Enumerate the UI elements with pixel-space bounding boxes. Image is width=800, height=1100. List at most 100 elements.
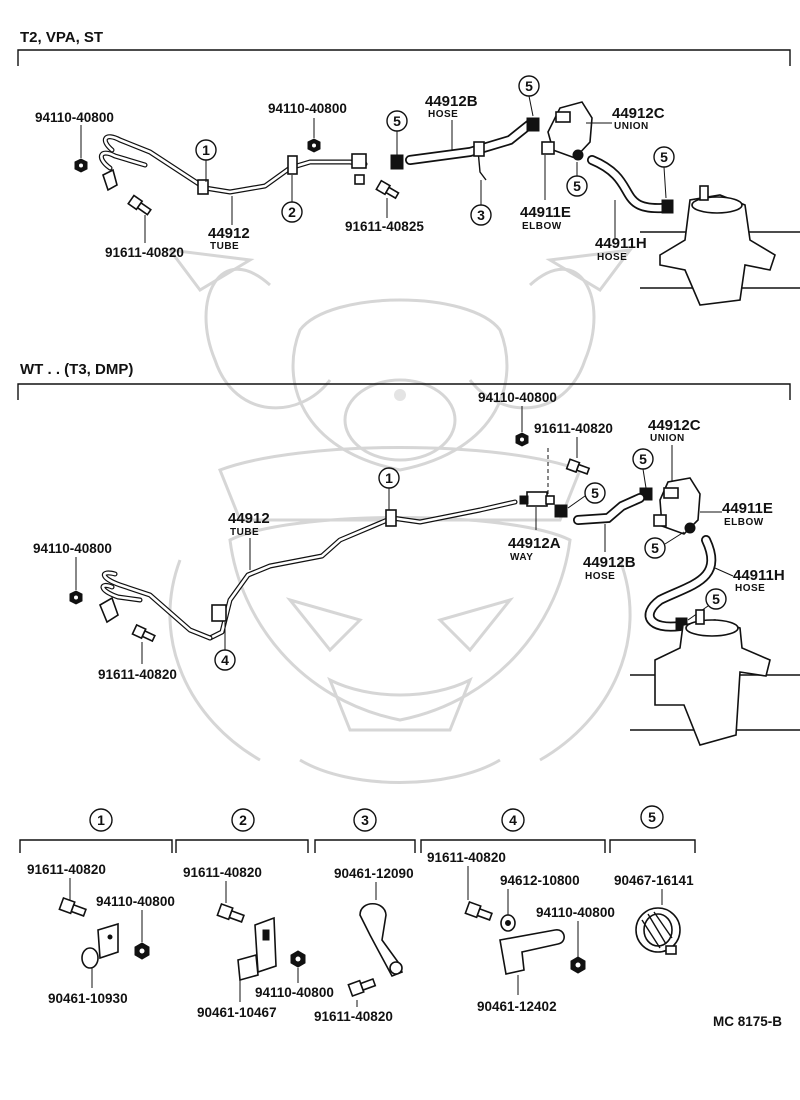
detail-group-4: 4 91611-40820 94612-10800 94110-40800 90… <box>427 808 615 1014</box>
callout-1-top: 1 <box>195 139 217 182</box>
bolt-icon <box>58 896 87 917</box>
label-hose2-num-mid: 44911H <box>733 567 785 584</box>
bolt-icon <box>127 194 152 216</box>
tube-assembly-mid <box>98 499 518 641</box>
svg-text:94110-40800: 94110-40800 <box>536 905 615 920</box>
section-header-top: T2, VPA, ST <box>20 29 103 46</box>
label-bolt-mid-top: 91611-40825 <box>345 219 424 234</box>
way-44912a <box>519 491 555 507</box>
hose-44912b-top <box>405 119 535 181</box>
clamp-icon <box>81 922 119 969</box>
svg-text:5: 5 <box>712 591 720 607</box>
label-bolt-left-top: 91611-40820 <box>105 245 184 260</box>
nut-icon <box>74 158 88 173</box>
canister-mid <box>630 609 800 746</box>
label-hose2-name-top: HOSE <box>597 252 627 263</box>
svg-text:5: 5 <box>639 451 647 467</box>
detail-group-3: 3 90461-12090 91611-40820 <box>314 808 414 1024</box>
callout-3-top: 3 <box>470 180 492 226</box>
section-header-middle: WT . . (T3, DMP) <box>20 361 133 378</box>
hose-44912b-mid <box>573 493 645 525</box>
callout-5-mid-c: 5 <box>687 588 727 621</box>
union-assembly-mid <box>653 477 701 535</box>
clamp-icon <box>499 929 565 975</box>
callout-5-top-c: 5 <box>566 162 588 197</box>
nut-icon <box>307 138 321 153</box>
label-union-num-mid: 44912C <box>648 417 701 434</box>
svg-text:90461-12402: 90461-12402 <box>477 999 557 1014</box>
bolt-icon <box>464 900 493 921</box>
label-hose2-name-mid: HOSE <box>735 583 765 594</box>
hose-clip-icon <box>390 154 404 170</box>
label-elbow-name-top: ELBOW <box>522 221 562 232</box>
label-hose-num-mid: 44912B <box>583 554 636 571</box>
svg-text:4: 4 <box>509 812 517 828</box>
nut-icon <box>290 950 306 968</box>
svg-text:5: 5 <box>525 78 533 94</box>
svg-text:1: 1 <box>202 142 210 158</box>
svg-text:5: 5 <box>591 485 599 501</box>
label-way-num-mid: 44912A <box>508 535 561 552</box>
hose-clip-icon <box>661 199 674 214</box>
label-hose-name-top: HOSE <box>428 109 458 120</box>
svg-text:2: 2 <box>239 812 247 828</box>
label-hose-name-mid: HOSE <box>585 571 615 582</box>
svg-text:5: 5 <box>651 540 659 556</box>
callout-2-top: 2 <box>281 175 303 223</box>
hose-clip-icon <box>554 504 568 518</box>
washer-icon <box>500 914 516 932</box>
label-tube-num-mid: 44912 <box>228 510 270 527</box>
bolt-icon <box>131 623 156 643</box>
label-elbow-num-mid: 44911E <box>722 500 773 517</box>
callout-5-top-a: 5 <box>386 110 408 155</box>
callout-5-mid-d: 5 <box>567 482 606 509</box>
section-bracket-middle <box>17 383 791 400</box>
hose-44911h-top <box>587 155 667 214</box>
section-bracket-top <box>17 49 791 66</box>
label-nut-left-top: 94110-40800 <box>35 110 114 125</box>
label-union-name-top: UNION <box>614 121 649 132</box>
watermark-logo <box>166 248 634 784</box>
svg-text:5: 5 <box>573 178 581 194</box>
bolt-icon <box>375 179 400 200</box>
svg-text:3: 3 <box>361 812 369 828</box>
svg-text:2: 2 <box>288 204 296 220</box>
canister-top <box>640 185 800 306</box>
svg-text:94110-40800: 94110-40800 <box>96 894 175 909</box>
svg-text:5: 5 <box>648 809 656 825</box>
callout-1-mid: 1 <box>378 467 400 510</box>
svg-text:3: 3 <box>477 207 485 223</box>
detail-group-2: 2 91611-40820 94110-40800 90461-10467 <box>183 808 334 1020</box>
label-way-name-mid: WAY <box>510 552 533 563</box>
callout-5-mid-a: 5 <box>632 448 654 489</box>
label-bolt-left-mid: 91611-40820 <box>98 667 177 682</box>
svg-text:90461-10930: 90461-10930 <box>48 991 128 1006</box>
group-brackets <box>19 839 696 853</box>
label-hose-num-top: 44912B <box>425 93 478 110</box>
svg-text:94612-10800: 94612-10800 <box>500 873 580 888</box>
bolt-icon <box>216 902 245 923</box>
hose-44911h-mid <box>644 535 717 632</box>
svg-text:90467-16141: 90467-16141 <box>614 873 694 888</box>
label-union-num-top: 44912C <box>612 105 665 122</box>
label-tube-num-top: 44912 <box>208 225 250 242</box>
detail-group-1: 1 91611-40820 94110-40800 90461-10930 <box>27 808 175 1006</box>
union-assembly-top <box>541 101 593 161</box>
diagram-code: MC 8175-B <box>713 1014 782 1029</box>
label-nut-mid-top: 94110-40800 <box>268 101 347 116</box>
svg-text:94110-40800: 94110-40800 <box>255 985 334 1000</box>
bolt-icon <box>565 458 591 475</box>
label-elbow-num-top: 44911E <box>520 204 571 221</box>
callout-5-top-d: 5 <box>653 146 675 199</box>
hose-clip-icon <box>635 907 681 955</box>
label-nut-top-mid: 94110-40800 <box>478 390 557 405</box>
svg-text:1: 1 <box>385 470 393 486</box>
callout-4-mid: 4 <box>214 622 236 671</box>
svg-text:90461-10467: 90461-10467 <box>197 1005 277 1020</box>
clamp-icon <box>359 902 404 978</box>
label-tube-name-mid: TUBE <box>230 527 259 538</box>
svg-text:1: 1 <box>97 812 105 828</box>
nut-icon <box>515 432 529 447</box>
